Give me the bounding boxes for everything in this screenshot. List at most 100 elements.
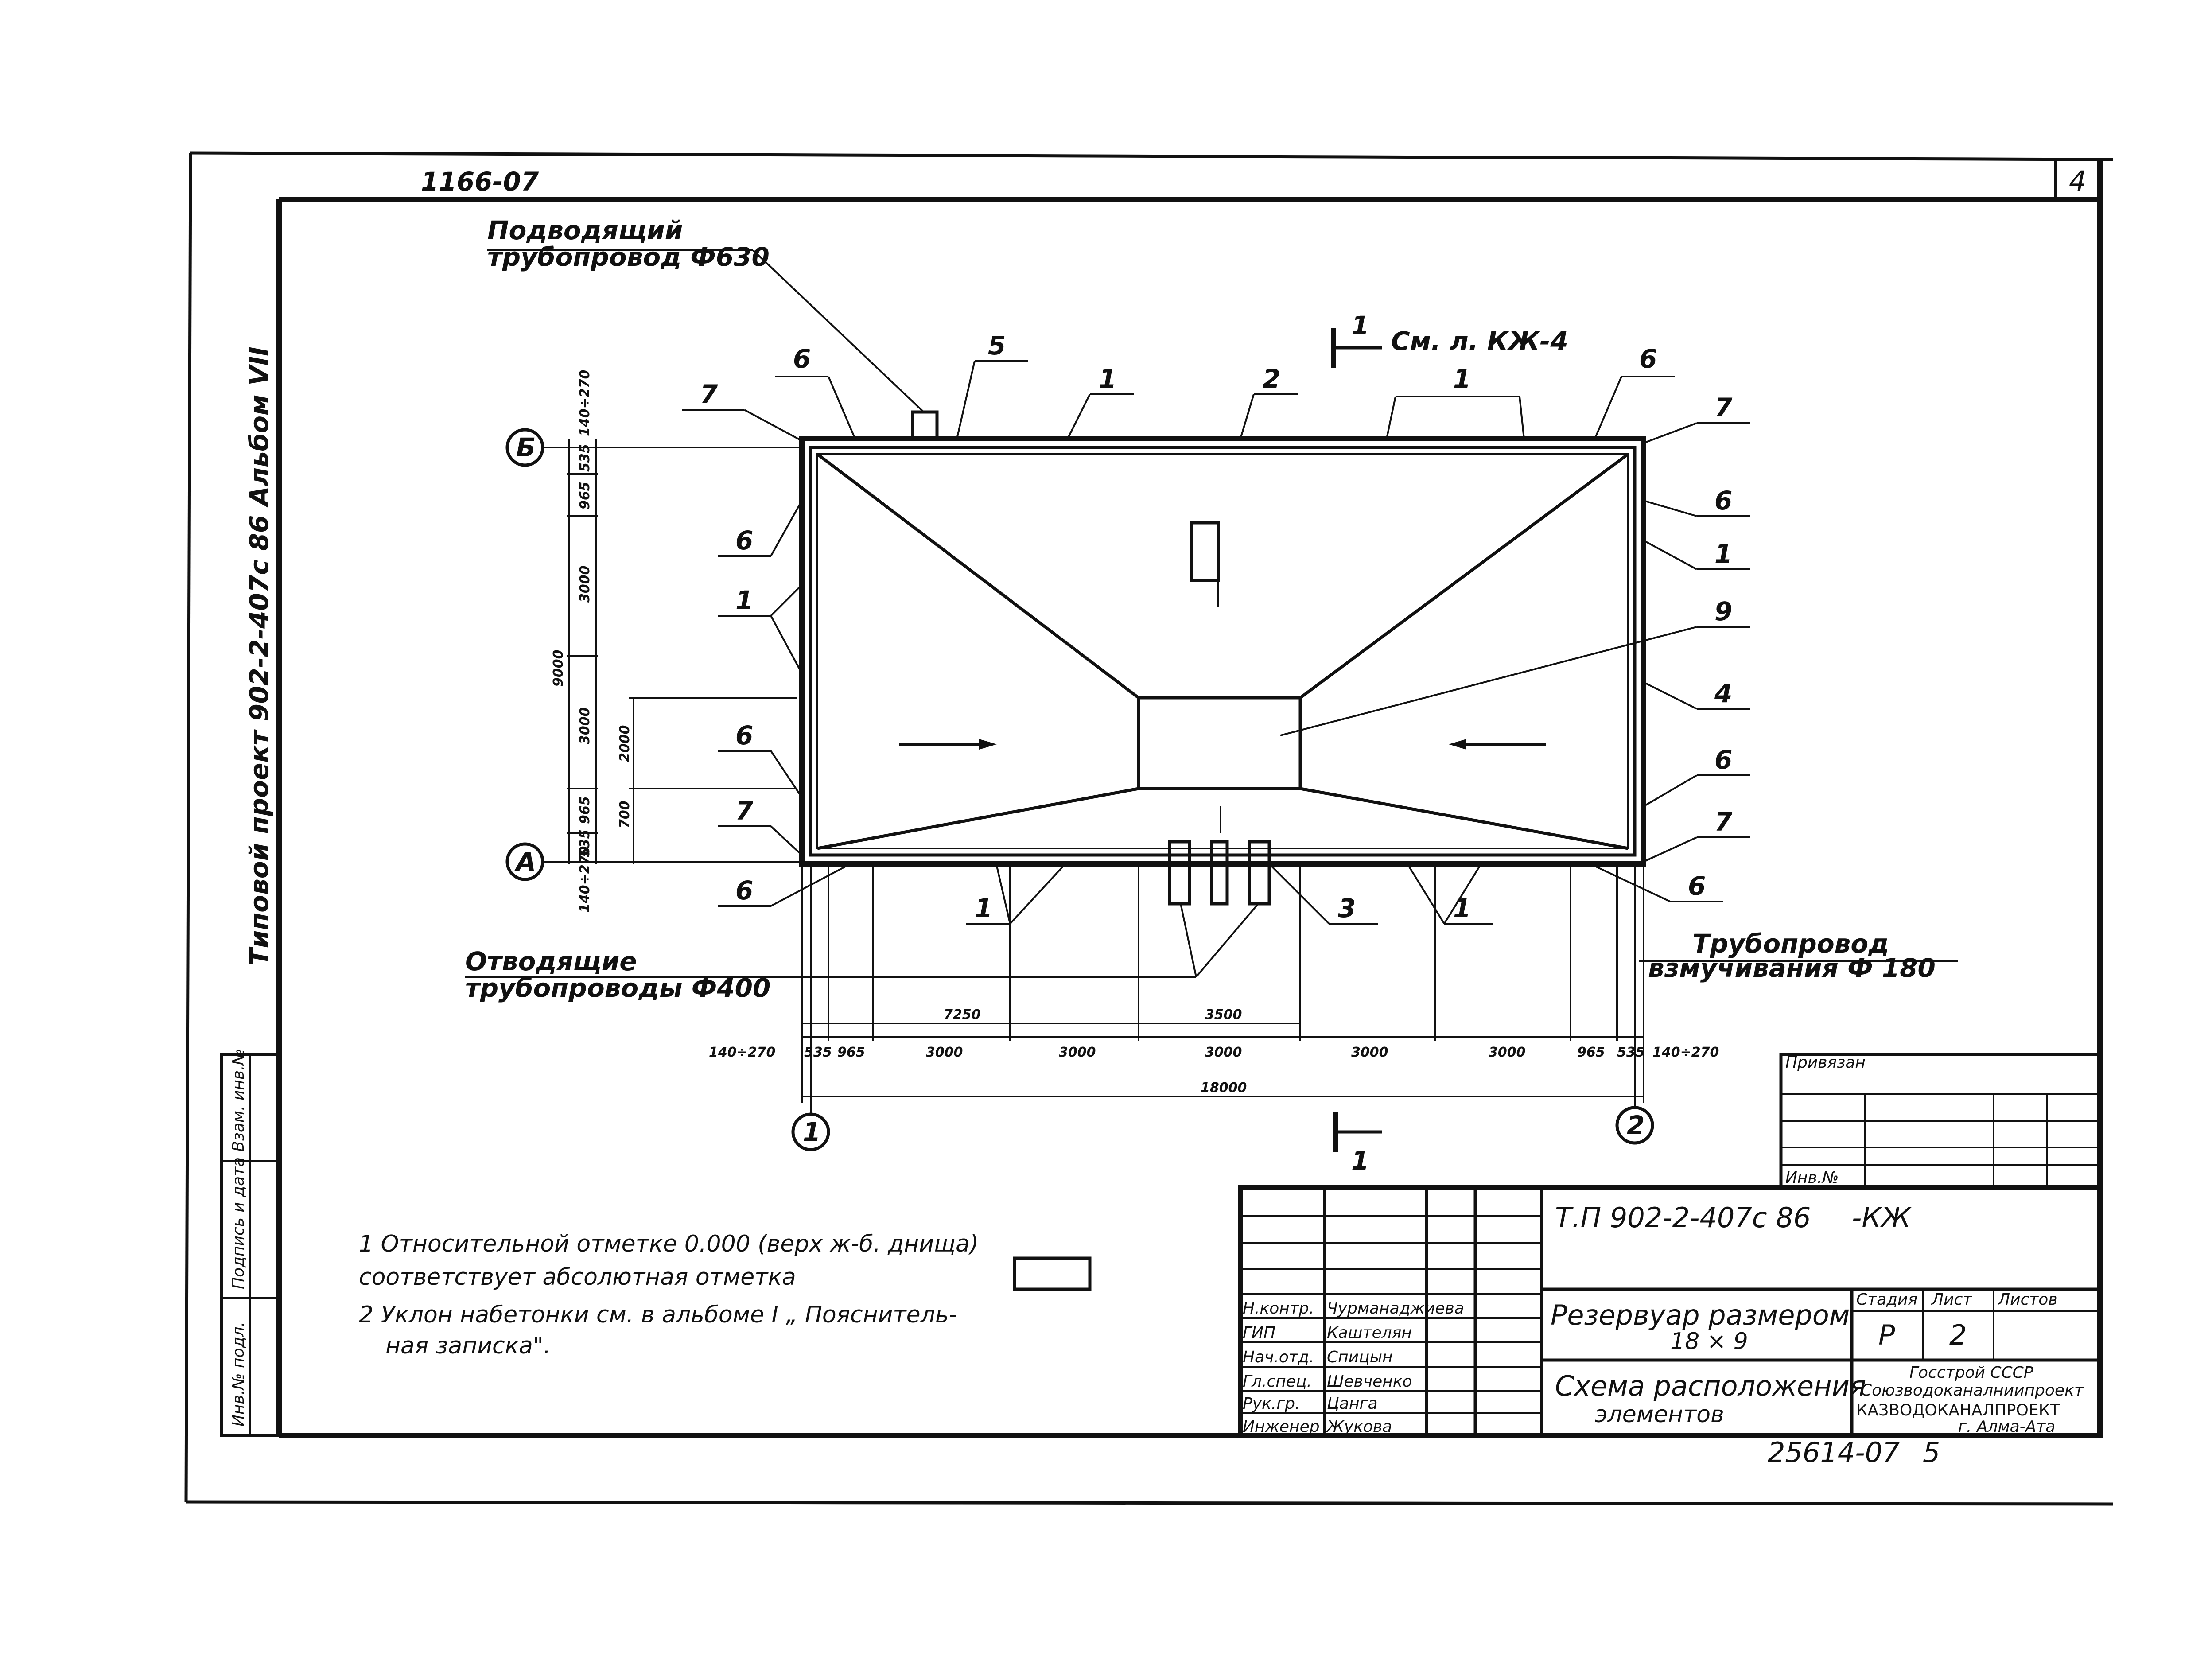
strip-label-3: Инв.№ подл. bbox=[229, 1322, 248, 1427]
name-5: Цанга bbox=[1327, 1395, 1378, 1413]
title-line-2b: элементов bbox=[1595, 1401, 1724, 1428]
sheets-header: Листов bbox=[1997, 1291, 2057, 1309]
left-strip: Взам. инв.№ Подпись и дата Инв.№ подл. bbox=[220, 1049, 281, 1437]
callout-2: 2 bbox=[1263, 364, 1280, 394]
callout-9: 9 bbox=[1714, 596, 1732, 626]
callout-1-right: 1 bbox=[1714, 539, 1732, 569]
svg-text:700: 700 bbox=[617, 801, 633, 828]
role-4: Гл.спец. bbox=[1243, 1372, 1312, 1391]
flow-arrow-left bbox=[1449, 739, 1546, 750]
strip-label-1: Взам. инв.№ bbox=[229, 1049, 248, 1152]
name-6: Жукова bbox=[1326, 1418, 1392, 1436]
svg-text:965: 965 bbox=[1577, 1045, 1605, 1060]
callouts: 6 7 5 1 2 1 6 7 6 1 9 4 6 7 6 6 1 6 7 bbox=[682, 330, 1750, 925]
svg-text:965: 965 bbox=[577, 796, 593, 824]
note-1-line-2: соответствует абсолютная отметка bbox=[359, 1264, 796, 1291]
svg-text:535: 535 bbox=[804, 1045, 832, 1060]
callout-6-c: 6 bbox=[1714, 486, 1732, 516]
stage-header: Стадия bbox=[1856, 1291, 1917, 1309]
title-block: Н.контр. ГИП Нач.отд. Гл.спец. Рук.гр. И… bbox=[1238, 1185, 2103, 1438]
role-5: Рук.гр. bbox=[1243, 1395, 1300, 1413]
top-code: 1166-07 bbox=[421, 167, 539, 197]
doc-code: Т.П 902-2-407с 86 bbox=[1555, 1201, 1811, 1234]
axis-row-bottom: А bbox=[505, 842, 802, 881]
svg-text:535: 535 bbox=[577, 829, 593, 857]
note-2-line-1: 2 Уклон набетонки см. в альбоме I „ Пояс… bbox=[359, 1302, 957, 1328]
section-ref-number: 1 bbox=[1351, 311, 1369, 341]
svg-text:140÷270: 140÷270 bbox=[577, 370, 593, 436]
callout-7-c: 7 bbox=[1714, 807, 1733, 837]
sheet-frame: 4 1166-07 Типовой проект 902-2-407с 86 А… bbox=[184, 151, 2114, 1506]
center-pit bbox=[1137, 696, 1302, 790]
svg-text:3000: 3000 bbox=[1351, 1045, 1388, 1060]
binding-table: Привязан Инв.№ bbox=[1779, 1053, 2102, 1189]
callout-7-d: 7 bbox=[735, 796, 754, 826]
svg-text:Инв.№: Инв.№ bbox=[1785, 1169, 1839, 1187]
title-line-2: Схема расположения bbox=[1555, 1370, 1866, 1402]
callout-1-left: 1 bbox=[735, 585, 753, 615]
agitation-pipe-label-1: Трубопровод bbox=[1692, 929, 1889, 959]
stage-value: Р bbox=[1878, 1319, 1895, 1351]
org-line-2: Союзводоканалниипроект bbox=[1861, 1381, 2084, 1400]
svg-text:3000: 3000 bbox=[926, 1045, 963, 1060]
flow-arrow-right bbox=[899, 739, 997, 750]
bottom-format: 5 bbox=[1923, 1436, 1940, 1469]
hatch bbox=[1190, 521, 1220, 582]
section-bottom-number: 1 bbox=[1351, 1146, 1369, 1176]
notes: 1 Относительной отметке 0.000 (верх ж-б.… bbox=[359, 1231, 1092, 1359]
svg-text:535: 535 bbox=[1617, 1045, 1645, 1060]
outlet-pipe-1 bbox=[1168, 840, 1191, 906]
inlet-pipe-label-2: трубопровод Ф630 bbox=[487, 242, 770, 272]
svg-text:3000: 3000 bbox=[1489, 1045, 1526, 1060]
svg-text:А: А bbox=[514, 847, 536, 877]
name-1: Чурманаджиева bbox=[1327, 1299, 1464, 1318]
svg-text:Б: Б bbox=[516, 432, 536, 463]
axis-col-left: 1 bbox=[791, 864, 830, 1151]
sheet-header: Лист bbox=[1931, 1291, 1972, 1309]
pipe-labels: Подводящий трубопровод Ф630 Отводящие тр… bbox=[465, 215, 1958, 1003]
svg-text:140÷270: 140÷270 bbox=[577, 846, 593, 913]
svg-text:535: 535 bbox=[577, 444, 593, 472]
callout-6-b: 6 bbox=[1639, 344, 1657, 374]
name-4: Шевченко bbox=[1327, 1372, 1412, 1391]
svg-text:965: 965 bbox=[577, 482, 593, 509]
role-6: Инженер bbox=[1243, 1418, 1320, 1436]
role-1: Н.контр. bbox=[1243, 1299, 1314, 1318]
callout-1-bottom-a: 1 bbox=[975, 893, 992, 923]
inlet-pipe-label-1: Подводящий bbox=[487, 215, 683, 245]
svg-text:3000: 3000 bbox=[577, 566, 593, 603]
org-line-4: г. Алма-Ата bbox=[1958, 1418, 2055, 1436]
svg-text:7250: 7250 bbox=[944, 1007, 981, 1023]
outlet-pipe-2 bbox=[1248, 840, 1271, 906]
title-line-1: Резервуар размером bbox=[1551, 1299, 1850, 1331]
callout-1-top-a: 1 bbox=[1099, 364, 1116, 394]
sheet-number: 4 bbox=[2069, 165, 2086, 197]
org-line-3: КАЗВОДОКАНАЛПРОЕКТ bbox=[1856, 1401, 2060, 1419]
role-2: ГИП bbox=[1243, 1324, 1275, 1342]
callout-1-top-b: 1 bbox=[1453, 364, 1471, 394]
callout-6-d: 6 bbox=[1714, 745, 1732, 775]
axis-col-right: 2 bbox=[1615, 864, 1654, 1145]
note-2-line-2: ная записка". bbox=[385, 1333, 551, 1359]
role-3: Нач.отд. bbox=[1243, 1348, 1314, 1366]
svg-text:140÷270: 140÷270 bbox=[1652, 1045, 1719, 1060]
section-ref-note: См. л. КЖ-4 bbox=[1391, 326, 1568, 356]
callout-6-g: 6 bbox=[735, 720, 753, 750]
svg-text:Привязан: Привязан bbox=[1785, 1054, 1866, 1072]
agitation-pipe-label-2: взмучивания Ф 180 bbox=[1648, 953, 1936, 983]
note-1-line-1: 1 Относительной отметке 0.000 (верх ж-б.… bbox=[359, 1231, 979, 1257]
section-mark-top: 1 См. л. КЖ-4 bbox=[1331, 311, 1568, 368]
svg-text:1: 1 bbox=[803, 1117, 820, 1147]
outlet-pipe-label-1: Отводящие bbox=[465, 946, 637, 976]
callout-4: 4 bbox=[1714, 678, 1732, 708]
name-3: Спицын bbox=[1327, 1348, 1393, 1366]
svg-text:965: 965 bbox=[837, 1045, 865, 1060]
doc-mark: -КЖ bbox=[1852, 1201, 1912, 1234]
left-dimensions: 140÷270 535 965 3000 3000 965 535 140÷27… bbox=[551, 370, 797, 913]
sheet-value: 2 bbox=[1949, 1319, 1967, 1351]
tank-plan bbox=[799, 410, 1646, 906]
bottom-dimensions: 140÷270 535 965 3000 3000 3000 3000 3000… bbox=[709, 864, 1719, 1103]
section-mark-bottom: 1 bbox=[1333, 1112, 1382, 1176]
axis-row-top: Б bbox=[505, 428, 802, 467]
svg-text:2: 2 bbox=[1627, 1110, 1644, 1140]
